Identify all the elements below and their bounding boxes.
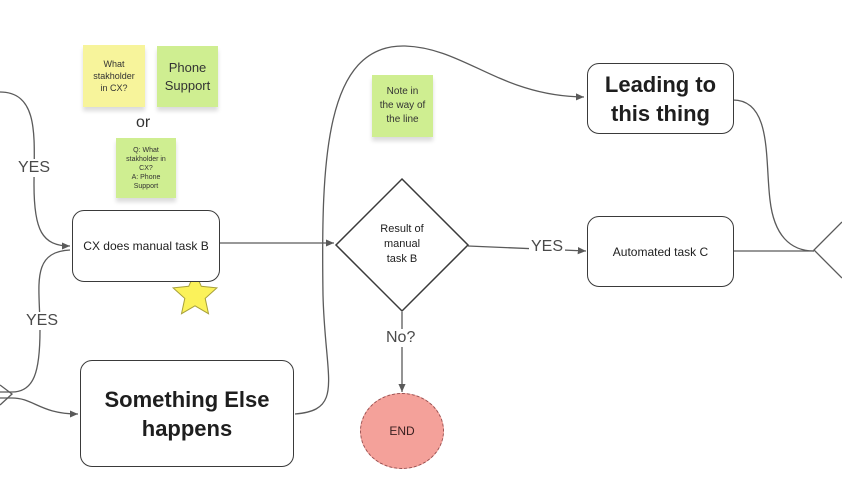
edge-label-no: No? [386,329,416,347]
node-automated-task-c[interactable]: Automated task C [587,216,734,287]
sticky-note-what-stakeholder[interactable]: What stakholder in CX? [83,45,145,107]
node-end[interactable]: END [360,393,444,469]
connector-yes-top [0,91,71,250]
node-something-else-happens[interactable]: Something Else happens [80,360,294,467]
connector-leading-to-merge [732,99,815,252]
split-junction [0,384,14,406]
or-text: or [136,114,151,131]
result-diamond-shape [334,177,470,313]
sticky-note-in-the-way[interactable]: Note in the way of the line [372,75,433,137]
connector-something-to-leading [294,45,585,415]
edge-label-yes-right: YES [529,238,566,256]
connector-yes-bottom [0,249,71,393]
sticky-note-question-answer[interactable]: Q: What stakholder in CX? A: Phone Suppo… [116,138,176,198]
sticky-note-phone-support[interactable]: Phone Support [157,46,218,107]
connector-result-to-automated [467,245,587,255]
node-result-manual-task-b[interactable]: Result of manual task B [380,223,424,265]
node-cx-manual-task-b[interactable]: CX does manual task B [72,210,220,282]
edge-label-yes-bottom: YES [26,312,59,330]
star-icon [171,270,219,315]
node-leading-to-this-thing[interactable]: Leading to this thing [587,63,734,134]
edge-label-yes-top: YES [18,159,51,177]
connector-to-something-else [0,397,79,418]
merge-junction [813,221,842,279]
